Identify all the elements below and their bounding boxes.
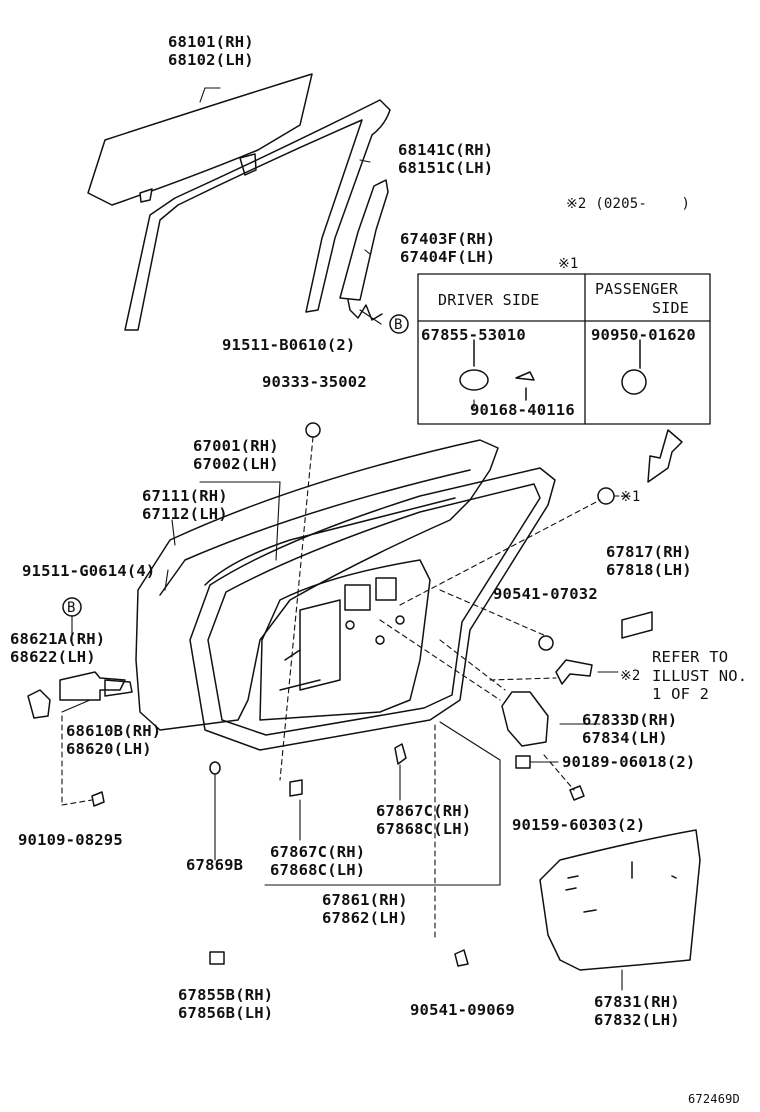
box-passenger-part: 90950-01620 xyxy=(591,326,696,344)
label-bolt-08295: 90109-08295 xyxy=(18,831,123,849)
box-driver-part: 67855-53010 xyxy=(421,326,526,344)
box-driver-screw: 90168-40116 xyxy=(470,401,575,419)
label-circle-b-left: B xyxy=(67,600,76,616)
label-clip-60303: 90159-60303(2) xyxy=(512,816,646,834)
label-refer-3: 1 OF 2 xyxy=(652,685,710,703)
plug-ref-1 xyxy=(597,487,615,505)
label-glass-lh: 68102(LH) xyxy=(168,51,254,69)
label-glass-rh: 68101(RH) xyxy=(168,33,254,51)
door-panel xyxy=(135,439,499,731)
label-hinge-lh: 68620(LH) xyxy=(66,740,152,758)
label-note-1: ※1 xyxy=(558,256,579,272)
box-driver-header: DRIVER SIDE xyxy=(438,291,540,309)
label-clip-c1-lh: 67868C(LH) xyxy=(376,820,472,838)
door-frame-sash xyxy=(339,179,389,321)
label-plug-35002: 90333-35002 xyxy=(262,373,367,391)
label-cover-rh: 67817(RH) xyxy=(606,543,692,561)
label-arm-rh: 67833D(RH) xyxy=(582,711,678,729)
label-seal-lh: 67112(LH) xyxy=(142,505,228,523)
label-weather-rh: 67861(RH) xyxy=(322,891,408,909)
label-grommet-67869: 67869B xyxy=(186,856,244,874)
plug-90541-09069 xyxy=(454,949,469,967)
label-pad-rh: 67855B(RH) xyxy=(178,986,274,1004)
label-ref-1: ※1 xyxy=(620,489,641,505)
direction-arrow xyxy=(647,429,683,483)
service-hole-film xyxy=(539,829,701,971)
label-frame-rh: 67403F(RH) xyxy=(400,230,496,248)
clip-90159 xyxy=(569,785,585,801)
clip-67867-left xyxy=(289,779,303,797)
label-clip-c2-lh: 67868C(LH) xyxy=(270,861,366,879)
pad-67855 xyxy=(209,951,225,965)
door-glass xyxy=(87,73,313,206)
label-hinge-rh: 68610B(RH) xyxy=(66,722,162,740)
label-refer-1: REFER TO xyxy=(652,648,729,666)
label-plug-09069: 90541-09069 xyxy=(410,1001,515,1019)
label-arm-lh: 67834(LH) xyxy=(582,729,668,747)
plug-90541-07032 xyxy=(538,635,554,651)
circle-b-top xyxy=(389,314,409,334)
dashed-leader-lines xyxy=(61,436,631,941)
label-cover-lh: 67818(LH) xyxy=(606,561,692,579)
label-film-rh: 67831(RH) xyxy=(594,993,680,1011)
label-film-lh: 67832(LH) xyxy=(594,1011,680,1029)
door-check-link xyxy=(27,689,51,719)
door-frame-bracket xyxy=(501,691,549,747)
driver-screw-icon xyxy=(515,371,535,381)
grommet-67869 xyxy=(209,761,221,775)
label-seal-rh: 67111(RH) xyxy=(142,487,228,505)
box-passenger-header-2: SIDE xyxy=(652,299,689,317)
leader-lines xyxy=(61,87,623,991)
label-check-rh: 68621A(RH) xyxy=(10,630,106,648)
label-plug-07032: 90541-07032 xyxy=(493,585,598,603)
label-note-2: ※2 (0205- ) xyxy=(566,196,691,212)
label-circle-b-top: B xyxy=(394,317,403,333)
bolt-90109 xyxy=(91,791,105,807)
diagram-id: 672469D xyxy=(688,1092,740,1106)
label-clip-c1-rh: 67867C(RH) xyxy=(376,802,472,820)
clip-67867-center xyxy=(394,743,407,765)
label-screw-b: 91511-B0610(2) xyxy=(222,336,356,354)
door-hinge xyxy=(59,671,133,701)
label-run-lh: 68151C(LH) xyxy=(398,159,494,177)
door-weatherstrip xyxy=(189,467,556,751)
label-clip-c2-rh: 67867C(RH) xyxy=(270,843,366,861)
label-clip-06018: 90189-06018(2) xyxy=(562,753,696,771)
clip-90189 xyxy=(515,755,531,769)
glass-run xyxy=(124,99,391,331)
label-check-lh: 68622(LH) xyxy=(10,648,96,666)
label-panel-rh: 67001(RH) xyxy=(193,437,279,455)
passenger-plug-icon xyxy=(621,369,647,395)
label-screw-g: 91511-G0614(4) xyxy=(22,562,156,580)
label-weather-lh: 67862(LH) xyxy=(322,909,408,927)
driver-plug-icon xyxy=(459,369,489,391)
label-refer-2: ILLUST NO. xyxy=(652,667,748,685)
door-inner-panel xyxy=(259,559,431,721)
label-refer-mark: ※2 xyxy=(620,668,641,684)
label-run-rh: 68141C(RH) xyxy=(398,141,494,159)
refer-bracket xyxy=(555,659,593,685)
label-frame-lh: 67404F(LH) xyxy=(400,248,496,266)
callout-box-frame xyxy=(417,273,711,425)
label-panel-lh: 67002(LH) xyxy=(193,455,279,473)
plug-90333 xyxy=(305,422,321,438)
box-passenger-header-1: PASSENGER xyxy=(595,280,679,298)
service-hole-cover xyxy=(621,611,653,639)
label-pad-lh: 67856B(LH) xyxy=(178,1004,274,1022)
